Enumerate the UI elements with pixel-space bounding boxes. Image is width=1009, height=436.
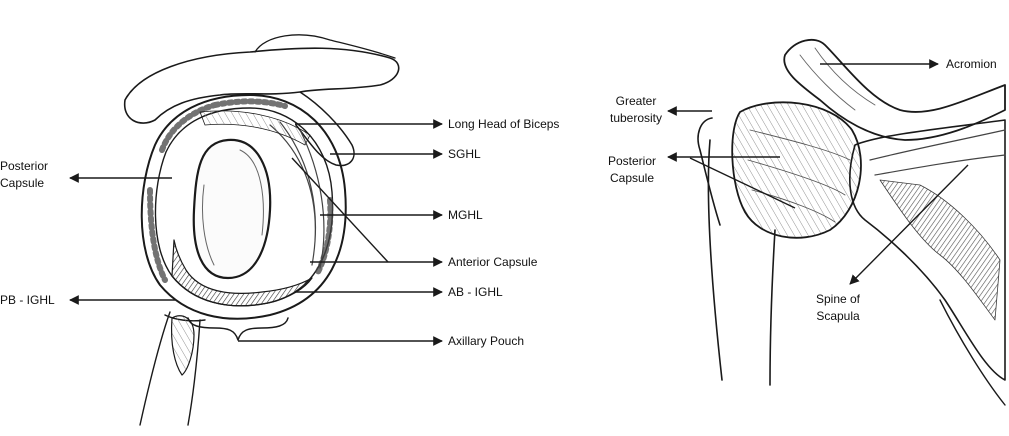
- spine-of-scapula-ridge: [869, 129, 1006, 176]
- left-glenoid-drawing: [124, 34, 400, 426]
- superior-ligament-shading: [199, 110, 311, 146]
- leader-anterior-capsule-diag: [291, 157, 389, 263]
- axillary-brace: [187, 317, 289, 341]
- clavicle-outline-left: [254, 34, 396, 59]
- left-leader-lines: [69, 119, 443, 346]
- label-greater-tuberosity-line2: tuberosity: [609, 111, 663, 125]
- acromion-right: [783, 38, 1006, 141]
- glenoid-shading: [202, 149, 264, 266]
- label-posterior-capsule-right-line1: Posterior: [607, 154, 657, 168]
- humerus-shaft-right: [707, 139, 776, 386]
- label-axillary-pouch: Axillary Pouch: [448, 334, 525, 348]
- label-greater-tuberosity-line1: Greater: [615, 94, 657, 108]
- label-spine-scapula-line2: Scapula: [816, 309, 860, 323]
- label-mghl: MGHL: [448, 208, 483, 222]
- label-posterior-capsule-left-line1: Posterior: [0, 159, 49, 173]
- greater-tuberosity-outline: [697, 117, 721, 226]
- leader-posterior-capsule-right-2: [689, 157, 796, 209]
- labrum-outer-ring: [140, 94, 347, 320]
- label-spine-scapula-line1: Spine of: [815, 292, 861, 306]
- humerus-cross-section: [170, 315, 195, 376]
- scapula-dark-muscle: [879, 179, 1001, 321]
- humeral-head-right: [731, 101, 862, 239]
- label-pb-ighl: PB - IGHL: [0, 293, 55, 307]
- scapula-body: [849, 119, 1006, 381]
- right-leader-lines: [667, 59, 969, 285]
- label-long-head-biceps: Long Head of Biceps: [448, 117, 560, 131]
- label-posterior-capsule-left-line2: Capsule: [0, 176, 45, 190]
- right-posterior-drawing: [697, 38, 1006, 406]
- label-ab-ighl: AB - IGHL: [448, 285, 503, 299]
- label-posterior-capsule-right-line2: Capsule: [609, 171, 655, 185]
- label-anterior-capsule: Anterior Capsule: [448, 255, 538, 269]
- coracoid-outline: [295, 91, 355, 167]
- label-sghl: SGHL: [448, 147, 481, 161]
- labrum-beading: [147, 98, 334, 283]
- label-acromion: Acromion: [946, 57, 997, 71]
- axillary-pouch-shading: [171, 239, 313, 307]
- acromion-outline-left: [124, 47, 400, 124]
- acromion-shading: [799, 47, 876, 111]
- glenoid-fossa: [192, 138, 272, 280]
- scapula-lower: [939, 299, 1006, 406]
- leader-spine-scapula: [849, 164, 969, 285]
